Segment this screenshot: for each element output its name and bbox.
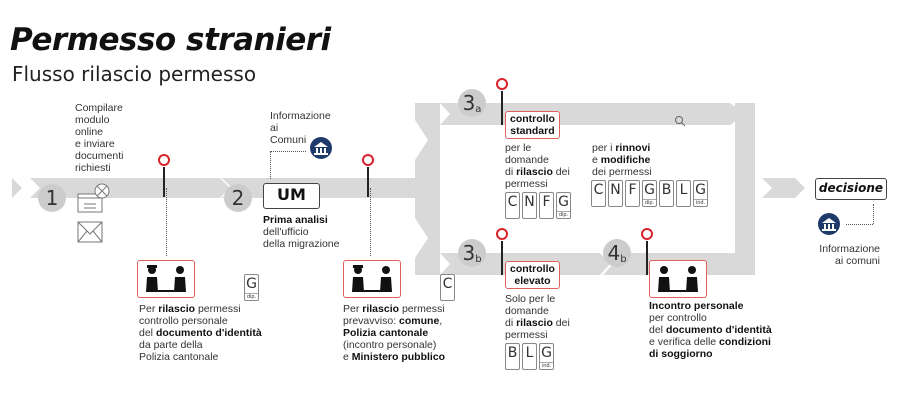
dotted-connector bbox=[270, 151, 306, 152]
step-2-badge: 2 bbox=[224, 184, 252, 212]
page-subtitle: Flusso rilascio permesso bbox=[12, 62, 257, 86]
dotted-connector bbox=[873, 204, 874, 224]
permit-card: F bbox=[625, 180, 640, 207]
pin-line bbox=[646, 241, 648, 275]
personal-meeting-icon bbox=[649, 260, 707, 298]
decision-box: decisione bbox=[815, 178, 887, 200]
page-title: Permesso stranieri bbox=[10, 22, 331, 58]
check-1-text: Per rilascio permessi controllo personal… bbox=[139, 303, 262, 363]
permit-cards: C bbox=[440, 274, 455, 301]
pin-line bbox=[501, 91, 503, 125]
step-number: 2 bbox=[231, 186, 245, 210]
permit-card: C bbox=[505, 192, 520, 219]
permit-card: C bbox=[440, 274, 455, 301]
municipality-bank-icon bbox=[310, 137, 332, 159]
checkpoint-pin bbox=[362, 154, 374, 166]
text-line: Compilare bbox=[75, 102, 123, 114]
permit-card: L bbox=[522, 343, 537, 370]
text-line: richiesti bbox=[75, 162, 111, 174]
checkpoint-pin bbox=[496, 78, 508, 90]
dotted-connector bbox=[846, 224, 873, 225]
permit-card: N bbox=[608, 180, 623, 207]
envelope-icon bbox=[77, 221, 103, 243]
text-line: modulo bbox=[75, 114, 110, 126]
dotted-connector bbox=[166, 188, 167, 256]
pin-line bbox=[163, 167, 165, 197]
text-line: online bbox=[75, 126, 104, 138]
check-2-text: Per rilascio permessi prevavviso: comune… bbox=[343, 303, 446, 363]
step-3a-right-text: per i rinnovi e modifiche dei permessi bbox=[592, 142, 652, 178]
police-check-icon bbox=[137, 260, 195, 298]
permit-card: C bbox=[591, 180, 606, 207]
step-number: 1 bbox=[45, 186, 59, 210]
text-line: e inviare bbox=[75, 138, 115, 150]
permit-card: B bbox=[659, 180, 674, 207]
municipality-bank-icon bbox=[818, 213, 840, 235]
step-4b-badge: 4b bbox=[603, 239, 631, 267]
checkpoint-pin bbox=[158, 154, 170, 166]
pin-line bbox=[501, 241, 503, 275]
permit-card: L bbox=[676, 180, 691, 207]
step-4b-text: Incontro personale per controllo del doc… bbox=[649, 300, 772, 360]
step-3b-badge: 3b bbox=[458, 239, 486, 267]
dotted-connector bbox=[270, 151, 271, 179]
step-3a-badge: 3a bbox=[458, 89, 486, 117]
step-1-text: Compilare modulo online e inviare docume… bbox=[75, 102, 123, 174]
magnifier-icon bbox=[675, 116, 686, 127]
um-office-box: UM bbox=[263, 183, 320, 209]
online-form-icon bbox=[77, 183, 110, 243]
pin-line bbox=[367, 167, 369, 197]
text-line: documenti bbox=[75, 150, 124, 162]
permit-card: N bbox=[522, 192, 537, 219]
step-1-badge: 1 bbox=[38, 184, 66, 212]
checkpoint-pin bbox=[641, 228, 653, 240]
permit-card: F bbox=[539, 192, 554, 219]
police-check-icon bbox=[343, 260, 401, 298]
checkpoint-pin bbox=[496, 228, 508, 240]
permit-card: B bbox=[505, 343, 520, 370]
dotted-connector bbox=[370, 188, 371, 256]
